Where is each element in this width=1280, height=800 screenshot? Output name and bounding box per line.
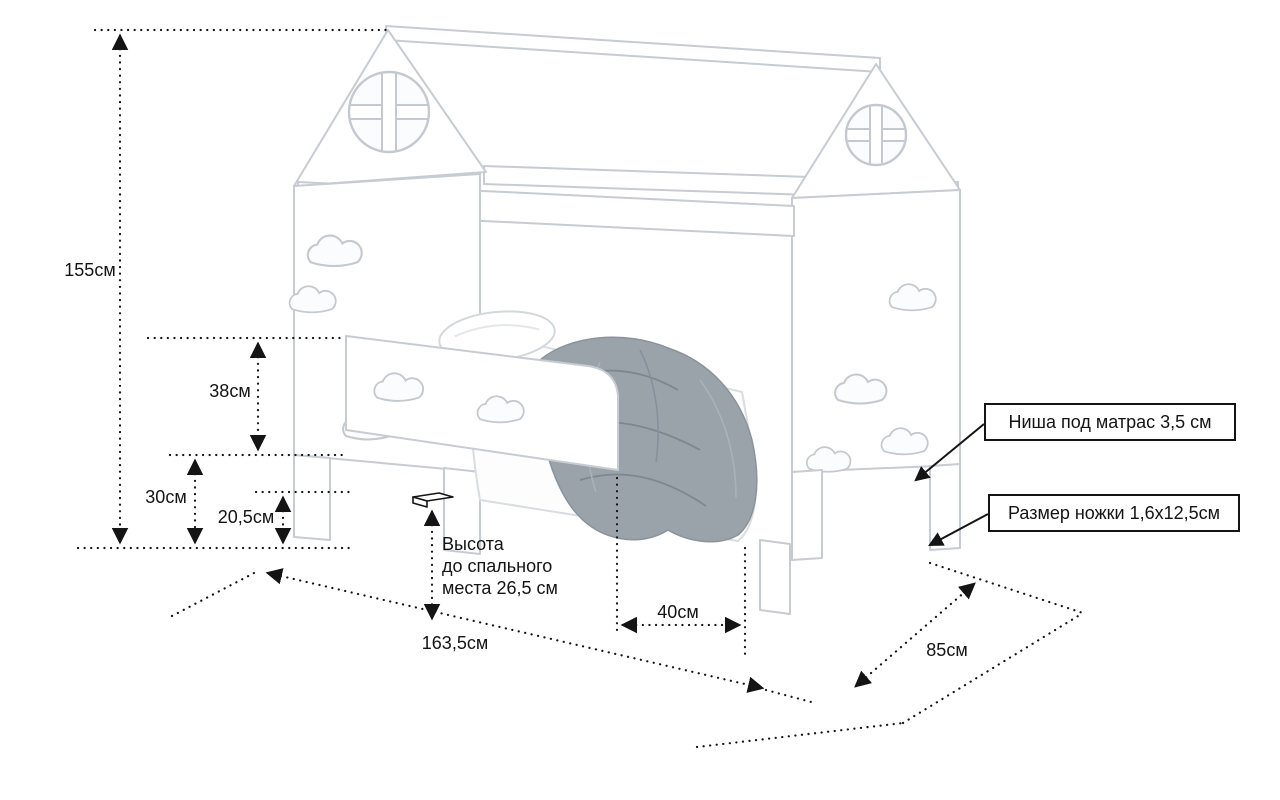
sleep-height-note-line3: места 26,5 см bbox=[442, 577, 558, 598]
dim-line-163-5 bbox=[265, 568, 765, 693]
footboard-gable bbox=[791, 63, 961, 199]
dim-label-clearance: 20,5см bbox=[217, 507, 275, 527]
callout-leg-size-text: Размер ножки 1,6х12,5см bbox=[1007, 502, 1221, 523]
dimension-lines bbox=[111, 33, 976, 693]
headboard-gable bbox=[293, 29, 487, 187]
leg-section-marker bbox=[412, 492, 454, 508]
footboard-panel bbox=[791, 189, 961, 561]
footboard-right-leg bbox=[929, 463, 961, 551]
dim-label-length: 163,5см bbox=[421, 633, 489, 653]
dim-line-85 bbox=[854, 582, 976, 688]
dim-label-total-height: 155см bbox=[64, 260, 116, 280]
sleep-height-note-line1: Высота bbox=[442, 534, 504, 554]
sleep-height-note-line2: до спального bbox=[442, 555, 553, 576]
footboard-left-leg bbox=[791, 469, 823, 561]
dim-label-depth: 85см bbox=[926, 640, 968, 660]
callout-arrow-mattress-niche bbox=[914, 423, 985, 482]
callout-mattress-niche: Ниша под матрас 3,5 см bbox=[984, 403, 1236, 441]
dim-label-underbed-height: 30см bbox=[145, 487, 187, 507]
side-safety-rail bbox=[345, 335, 619, 471]
headboard-right-leg bbox=[443, 467, 481, 555]
roof-ridge-beam bbox=[385, 25, 881, 73]
headboard-left-leg bbox=[293, 454, 331, 541]
callout-arrow-leg-size bbox=[928, 513, 989, 547]
callout-arrows bbox=[914, 423, 989, 547]
callout-mattress-niche-text: Ниша под матрас 3,5 см bbox=[1008, 411, 1212, 432]
front-right-leg bbox=[759, 539, 791, 615]
dim-label-opening-width: 40см bbox=[657, 602, 699, 622]
dim-label-rail-height: 38см bbox=[209, 381, 251, 401]
callout-leg-size: Размер ножки 1,6х12,5см bbox=[988, 494, 1240, 532]
bed-illustration bbox=[288, 25, 961, 615]
sleep-height-note: Высота до спального места 26,5 см bbox=[442, 534, 622, 600]
